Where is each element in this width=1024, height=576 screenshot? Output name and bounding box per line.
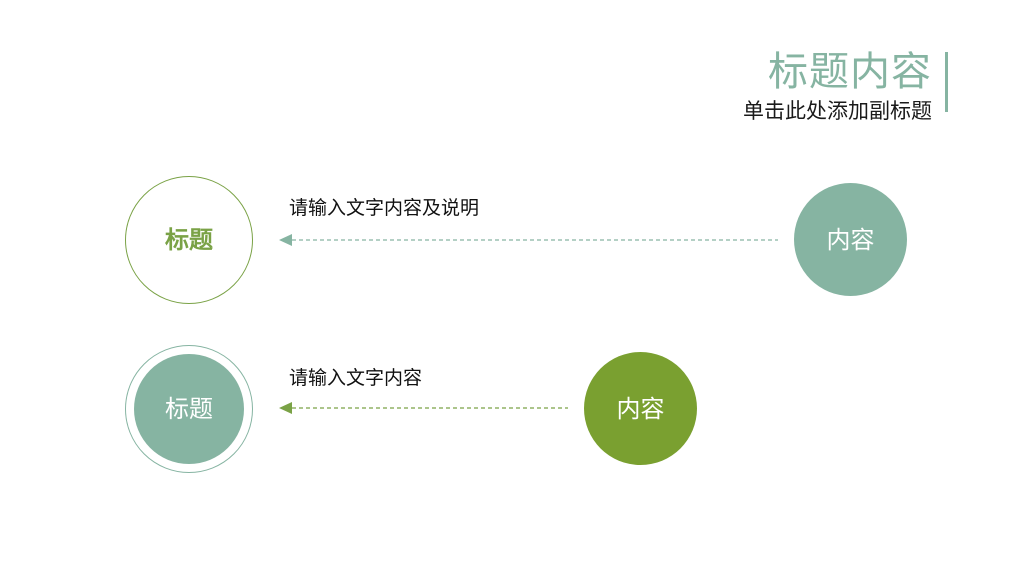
row-1-left-circle: 标题: [125, 176, 253, 304]
row-1-right-circle: 内容: [794, 183, 907, 296]
header: 标题内容 单击此处添加副标题: [743, 48, 932, 124]
header-title: 标题内容: [768, 49, 932, 95]
header-accent-bar: [945, 52, 948, 112]
row-2-description: 请输入文字内容: [289, 367, 423, 389]
row-1-right-label: 内容: [826, 225, 875, 254]
row-1-description: 请输入文字内容及说明: [289, 197, 480, 219]
row-2-right-label: 内容: [616, 394, 665, 423]
row-2-right-circle: 内容: [584, 352, 697, 465]
row-2-left-label: 标题: [165, 395, 213, 423]
row-2-arrow-left-icon: [279, 402, 292, 414]
row-1-arrow-left-icon: [279, 234, 292, 246]
header-subtitle: 单击此处添加副标题: [743, 99, 932, 123]
row-2-left-circle: 标题: [134, 354, 244, 464]
row-1-left-label: 标题: [165, 226, 213, 254]
